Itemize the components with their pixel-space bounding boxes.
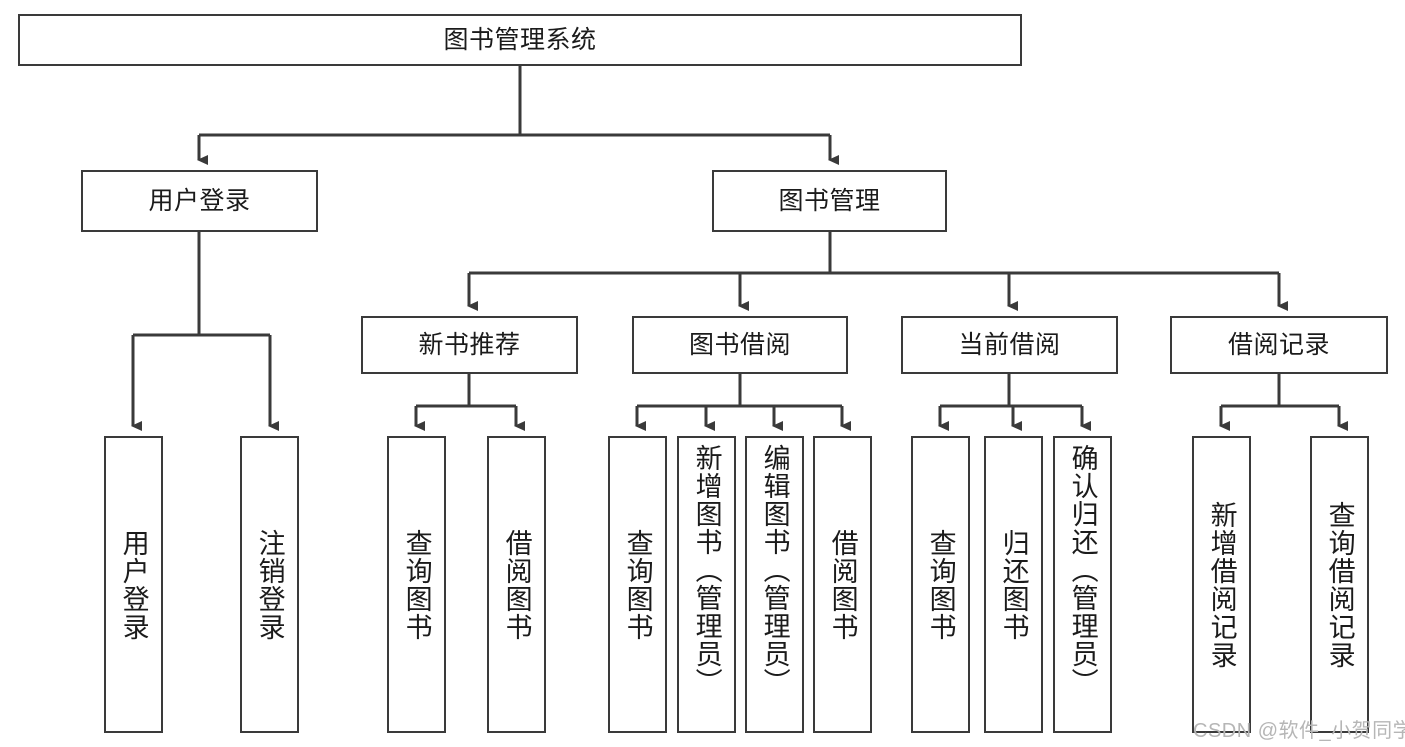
node-leaf-query-borrow-record-label: 查询借阅记录: [1324, 500, 1355, 669]
node-leaf-query-book-2-label: 查询图书: [622, 528, 653, 641]
node-leaf-query-book-1[interactable]: 查询图书: [387, 436, 446, 733]
node-leaf-add-book-admin-label: 新增图书（管理员）: [691, 444, 722, 696]
node-book-borrow-label: 图书借阅: [688, 330, 791, 359]
node-leaf-logout-login[interactable]: 注销登录: [240, 436, 299, 733]
node-leaf-edit-book-admin-label: 编辑图书（管理员）: [759, 444, 790, 696]
node-leaf-add-borrow-record[interactable]: 新增借阅记录: [1192, 436, 1251, 733]
node-borrow-record-label: 借阅记录: [1227, 330, 1330, 359]
node-leaf-add-borrow-record-label: 新增借阅记录: [1206, 500, 1237, 669]
node-leaf-borrow-book-2-label: 借阅图书: [827, 528, 858, 641]
node-current-borrow-label: 当前借阅: [958, 330, 1061, 359]
node-leaf-confirm-return-admin[interactable]: 确认归还（管理员）: [1053, 436, 1112, 733]
node-user-login-label: 用户登录: [148, 186, 251, 215]
node-root-label: 图书管理系统: [443, 25, 597, 54]
node-leaf-borrow-book-2[interactable]: 借阅图书: [813, 436, 872, 733]
node-leaf-edit-book-admin[interactable]: 编辑图书（管理员）: [745, 436, 804, 733]
node-leaf-borrow-book-1[interactable]: 借阅图书: [487, 436, 546, 733]
node-leaf-borrow-book-1-label: 借阅图书: [501, 528, 532, 641]
node-leaf-query-borrow-record[interactable]: 查询借阅记录: [1310, 436, 1369, 733]
node-leaf-add-book-admin[interactable]: 新增图书（管理员）: [677, 436, 736, 733]
node-book-management-label: 图书管理: [778, 186, 881, 215]
node-new-book-recommend-label: 新书推荐: [418, 330, 521, 359]
node-leaf-query-book-2[interactable]: 查询图书: [608, 436, 667, 733]
node-book-borrow[interactable]: 图书借阅: [632, 316, 848, 374]
node-book-management[interactable]: 图书管理: [712, 170, 947, 232]
node-root[interactable]: 图书管理系统: [18, 14, 1022, 66]
node-leaf-query-book-1-label: 查询图书: [401, 528, 432, 641]
node-new-book-recommend[interactable]: 新书推荐: [361, 316, 578, 374]
node-user-login[interactable]: 用户登录: [81, 170, 318, 232]
node-current-borrow[interactable]: 当前借阅: [901, 316, 1118, 374]
node-leaf-confirm-return-admin-label: 确认归还（管理员）: [1067, 444, 1098, 696]
node-leaf-return-book[interactable]: 归还图书: [984, 436, 1043, 733]
node-borrow-record[interactable]: 借阅记录: [1170, 316, 1388, 374]
node-leaf-return-book-label: 归还图书: [998, 528, 1029, 641]
node-leaf-query-book-3[interactable]: 查询图书: [911, 436, 970, 733]
watermark: CSDN @软件_小贺同学: [1193, 720, 1405, 742]
node-leaf-user-login-label: 用户登录: [118, 528, 149, 641]
node-leaf-query-book-3-label: 查询图书: [925, 528, 956, 641]
node-leaf-user-login[interactable]: 用户登录: [104, 436, 163, 733]
node-leaf-logout-login-label: 注销登录: [254, 528, 285, 641]
